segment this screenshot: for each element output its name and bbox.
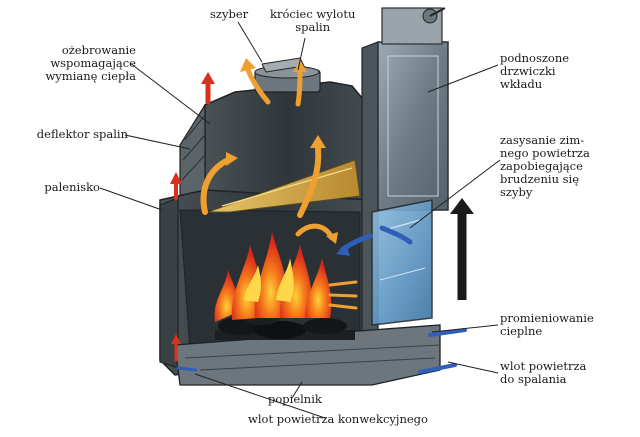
- logs: [218, 311, 347, 339]
- radiation-arrow: [428, 328, 467, 337]
- label-combustion-air-inlet: wlot powietrza do spalania: [500, 359, 587, 386]
- label-convective-air-inlet: wlot powietrza konwekcyjnego: [248, 412, 428, 426]
- flue-arrow-right: [295, 67, 303, 107]
- fire-side-arrows: [328, 280, 358, 310]
- flow-arrows: [170, 58, 474, 374]
- gas-arrow-1: [200, 157, 231, 215]
- label-flue-outlet: króciec wylotu spalin: [270, 7, 356, 34]
- label-ash-pan: popielnik: [268, 392, 322, 406]
- gas-arrow-2: [297, 145, 322, 218]
- flue-arrow-left: [245, 67, 271, 105]
- label-smoke-deflector: deflektor spalin: [36, 127, 128, 141]
- leader-lines: [99, 21, 501, 419]
- label-heat-exchange-fins: ożebrowanie wspomagające wymianę ciepła: [45, 43, 136, 83]
- label-cold-air-wash: zasysanie zim- nego powietrza zapobiegaj…: [500, 133, 590, 199]
- damper: [261, 57, 305, 73]
- label-damper: szyber: [210, 7, 249, 21]
- combustion-air-arrow: [418, 363, 457, 374]
- label-firebox: palenisko: [44, 180, 100, 194]
- convective-inlet-arrow: [176, 366, 198, 372]
- lift-door: [377, 41, 449, 211]
- label-lift-door: podnoszone drzwiczki wkładu: [500, 51, 570, 91]
- air-wash-arrow-1: [379, 225, 413, 245]
- flames: [214, 232, 332, 322]
- label-thermal-radiation: promieniowanie cieplne: [500, 311, 594, 338]
